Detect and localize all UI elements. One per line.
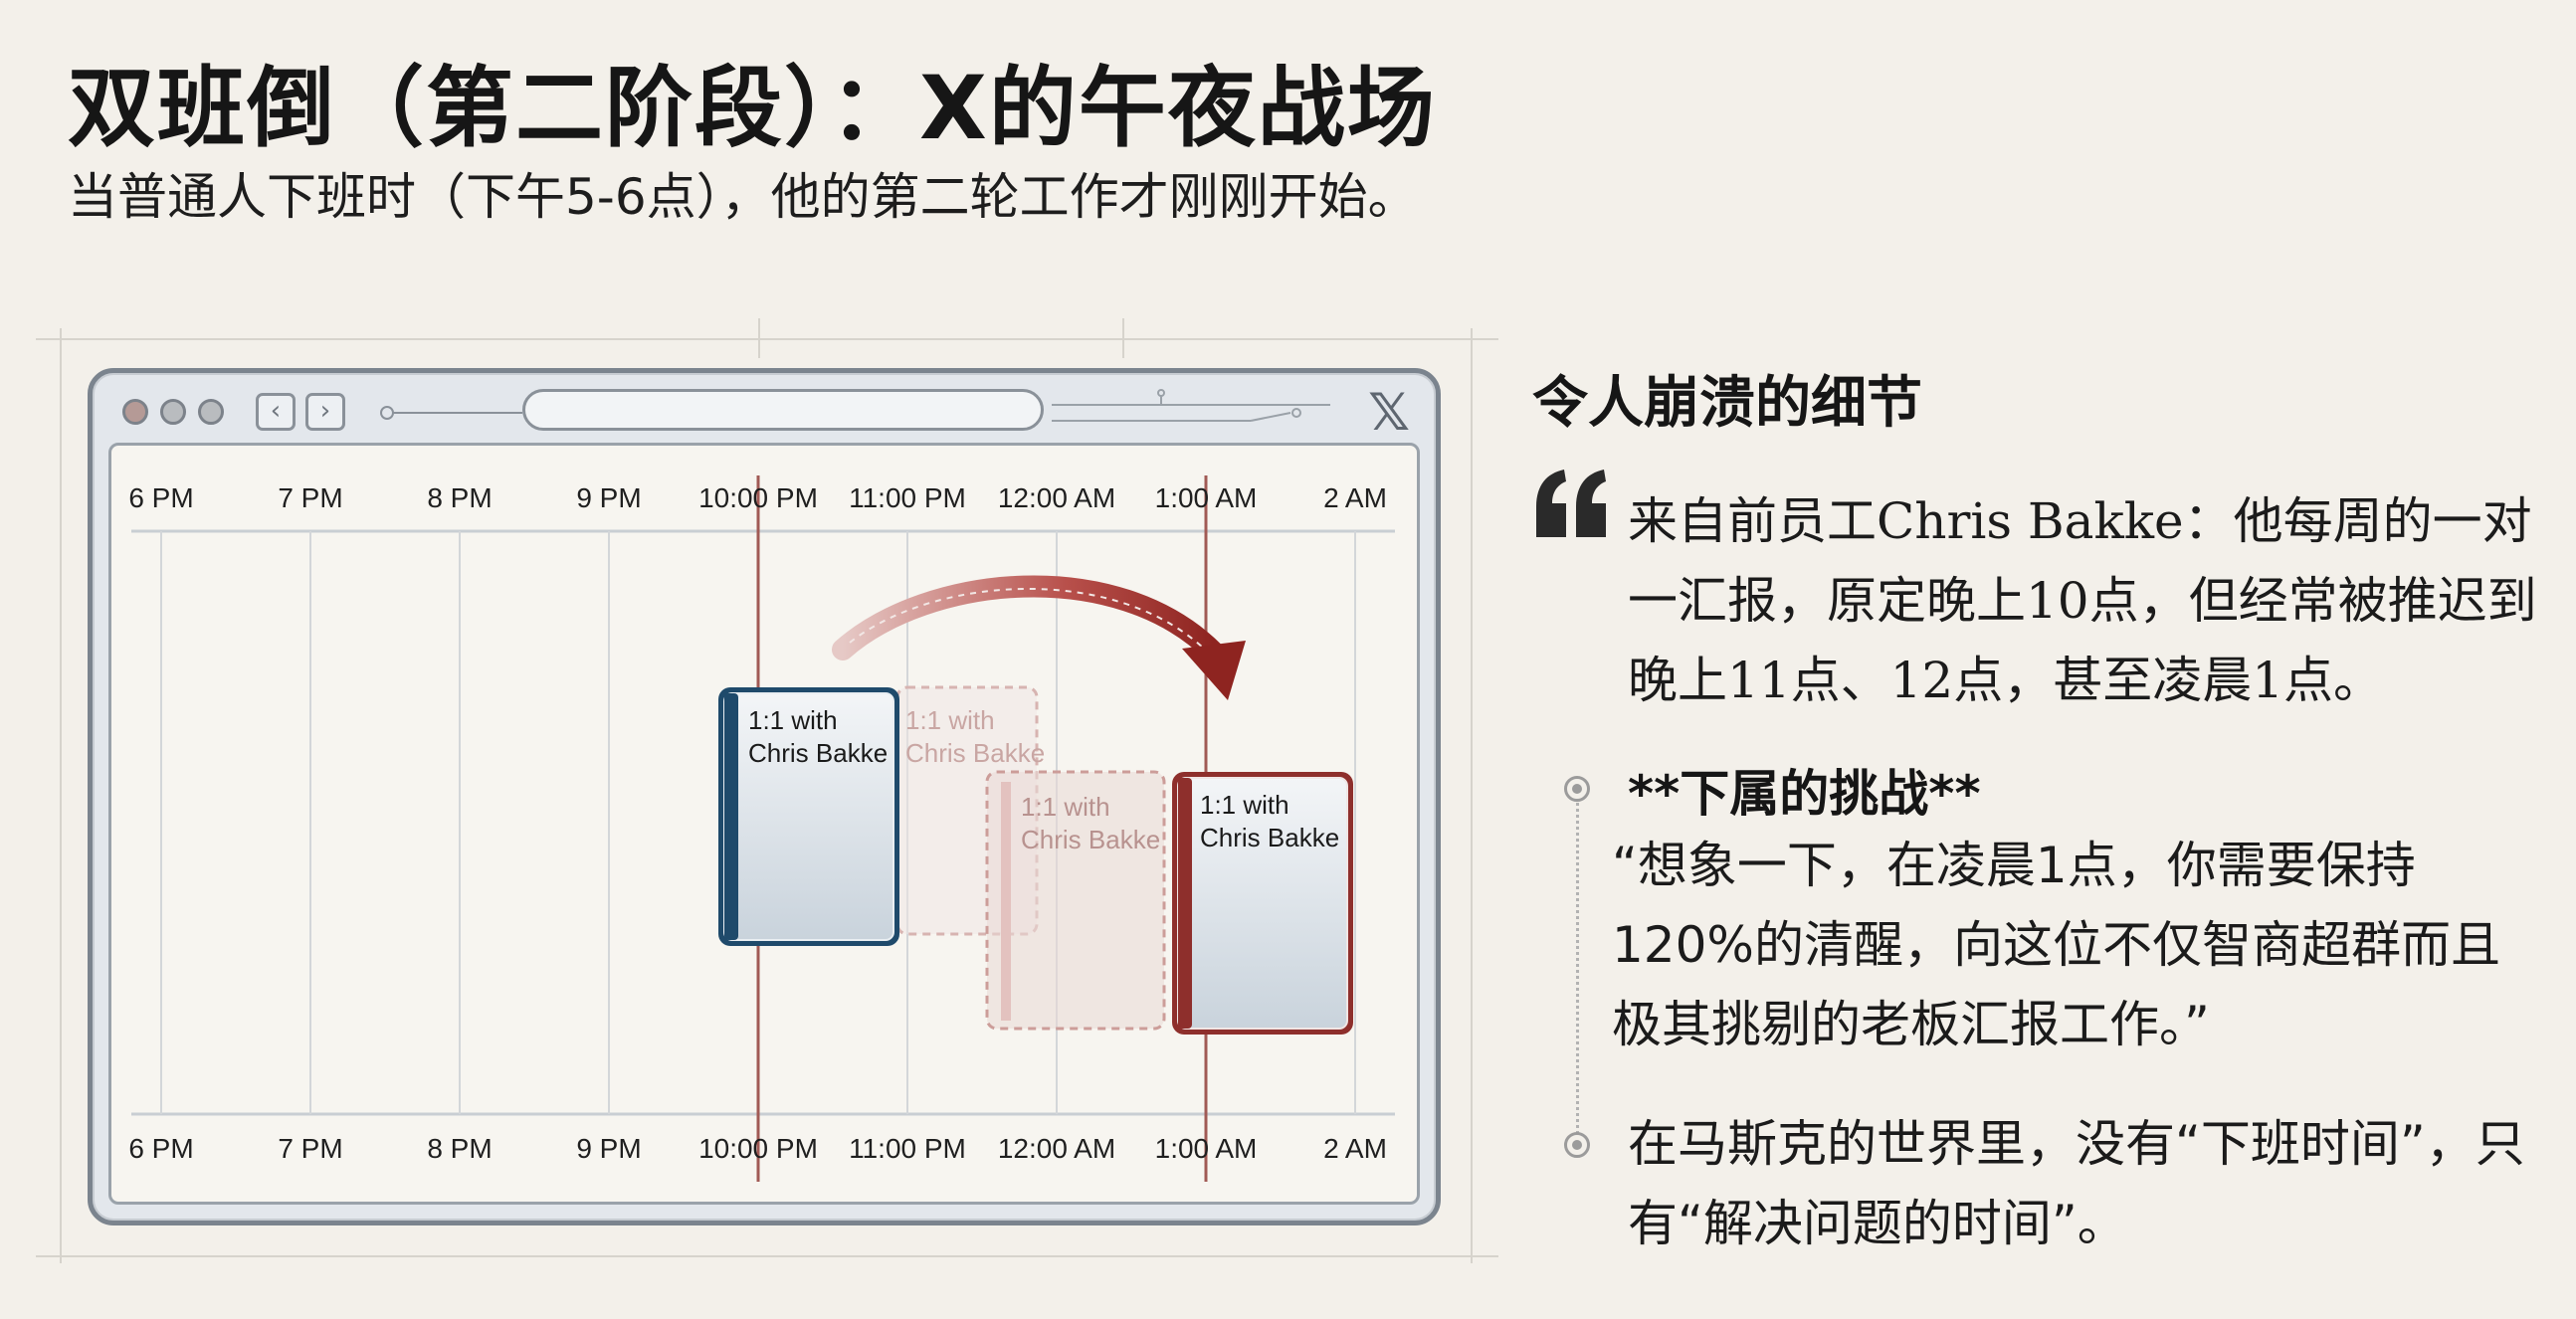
page-subtitle: 当普通人下班时（下午5-6点），他的第二轮工作才刚刚开始。	[68, 168, 1418, 226]
rescheduled-event-label: Chris Bakke	[1200, 823, 1339, 852]
time-label-bottom: 8 PM	[427, 1133, 492, 1164]
time-label-bottom: 1:00 AM	[1155, 1133, 1258, 1164]
time-label-top: 8 PM	[427, 482, 492, 513]
bullet-icon	[1564, 1132, 1590, 1158]
toolbar-circuit-decoration	[1052, 389, 1330, 422]
time-label-bottom: 12:00 AM	[998, 1133, 1115, 1164]
calendar-grid: 6 PM 7 PM 8 PM 9 PM 10:00 PM 11:00 PM 12:00 AM…	[128, 475, 1395, 1182]
time-label-top: 7 PM	[278, 482, 342, 513]
x-logo-icon[interactable]: 𝕏	[1368, 383, 1410, 443]
original-event-label: Chris Bakke	[748, 738, 888, 768]
ghost-event-label: Chris Bakke	[905, 738, 1045, 768]
quote-mark-icon	[1536, 470, 1606, 537]
time-label-top: 12:00 AM	[998, 482, 1115, 513]
blueprint-line	[36, 338, 1498, 340]
time-label-top: 1:00 AM	[1155, 482, 1258, 513]
ghost-event-label: 1:1 with	[1021, 792, 1110, 822]
chevron-left-icon[interactable]: ‹	[256, 393, 296, 431]
page-title: 双班倒（第二阶段）：X的午夜战场	[68, 57, 1437, 159]
toolbar-circuit-decoration	[380, 406, 522, 420]
time-label-bottom: 9 PM	[576, 1133, 641, 1164]
blueprint-line	[60, 328, 62, 1263]
time-label-bottom: 2 AM	[1323, 1133, 1387, 1164]
quote-text: 来自前员工Chris Bakke：他每周的一对一汇报，原定晚上10点，但经常被推…	[1628, 492, 2537, 709]
time-label-top: 2 AM	[1323, 482, 1387, 513]
challenge-title: **下属的挑战**	[1628, 765, 1981, 823]
chevron-right-icon[interactable]: ›	[305, 393, 345, 431]
details-heading: 令人崩溃的细节	[1532, 371, 1922, 436]
bullet-icon	[1564, 776, 1590, 802]
time-label-bottom: 7 PM	[278, 1133, 342, 1164]
original-event-card[interactable]: 1:1 with Chris Bakke	[718, 687, 899, 946]
window-maximize-dot[interactable]	[198, 399, 224, 425]
ghost-event-label: Chris Bakke	[1021, 825, 1160, 854]
time-label-top: 9 PM	[576, 482, 641, 513]
reschedule-arrow	[832, 575, 1246, 700]
time-label-top: 6 PM	[128, 482, 193, 513]
time-label-top: 11:00 PM	[849, 482, 966, 513]
window-close-dot[interactable]	[122, 399, 148, 425]
rescheduled-event-label: 1:1 with	[1200, 790, 1289, 820]
original-event-label: 1:1 with	[748, 705, 838, 735]
timeline-connector	[1576, 796, 1579, 1134]
time-label-bottom: 10:00 PM	[698, 1133, 818, 1164]
ghost-event-card: 1:1 with Chris Bakke	[985, 770, 1166, 1031]
address-bar[interactable]	[522, 389, 1044, 431]
time-label-top: 10:00 PM	[698, 482, 818, 513]
rescheduled-event-card[interactable]: 1:1 with Chris Bakke	[1172, 772, 1353, 1035]
blueprint-line	[1122, 318, 1124, 358]
window-minimize-dot[interactable]	[160, 399, 186, 425]
time-label-bottom: 11:00 PM	[849, 1133, 966, 1164]
blueprint-line	[758, 318, 760, 358]
conclusion-text: 在马斯克的世界里，没有“下班时间”，只有“解决问题的时间”。	[1628, 1115, 2525, 1252]
ghost-event-label: 1:1 with	[905, 705, 995, 735]
blueprint-line	[1471, 328, 1473, 1263]
time-label-bottom: 6 PM	[128, 1133, 193, 1164]
calendar-view: 6 PM 7 PM 8 PM 9 PM 10:00 PM 11:00 PM 12:00 AM…	[108, 443, 1420, 1205]
challenge-body: “想象一下，在凌晨1点，你需要保持120%的清醒，向这位不仅智商超群而且极其挑剔…	[1612, 837, 2500, 1053]
blueprint-line	[36, 1255, 1498, 1257]
